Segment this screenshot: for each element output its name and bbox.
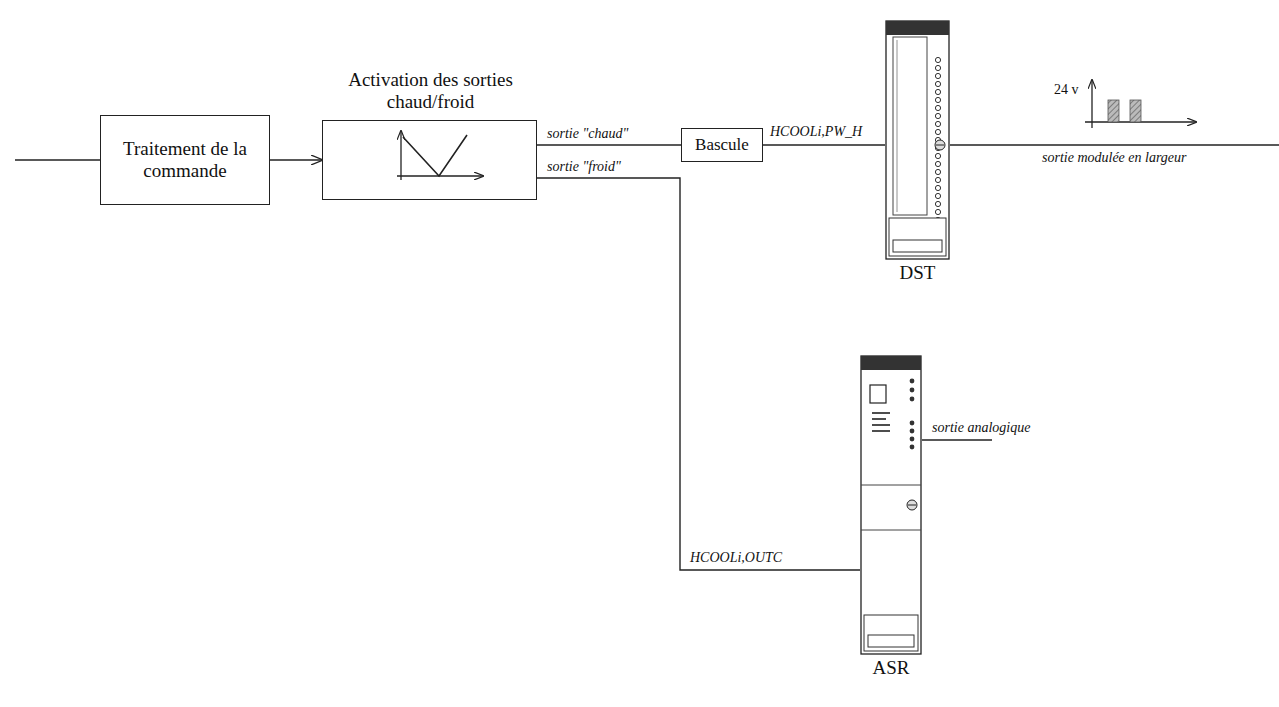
- v-characteristic-graph: [323, 121, 535, 198]
- signal-label: HCOOLi,OUTC: [688, 550, 784, 567]
- pwm-output-line: [950, 144, 1279, 146]
- dst-module: DST: [885, 20, 950, 260]
- dst-module-drawing: [885, 20, 950, 260]
- connector: [537, 144, 681, 145]
- connector: [270, 159, 322, 160]
- connector: [537, 178, 860, 570]
- activation-box: Activation des sorties chaud/froid: [322, 120, 537, 200]
- asr-module-drawing: [860, 355, 922, 655]
- box-label: Traitement de la commande: [101, 136, 269, 184]
- input-line: [15, 159, 105, 160]
- signal-label: sortie "chaud": [545, 126, 630, 143]
- analog-output-line: [922, 439, 992, 441]
- voltage-label: 24 v: [1052, 82, 1081, 99]
- flipflop-box: Bascule: [681, 128, 763, 162]
- connector: [763, 144, 885, 145]
- asr-module: ASR: [860, 355, 922, 655]
- output-label: sortie analogique: [930, 420, 1032, 437]
- output-label: sortie modulée en largeur: [1040, 150, 1189, 167]
- pulse-graph: [1085, 80, 1196, 128]
- process-box: Traitement de la commande: [100, 115, 270, 205]
- module-name: ASR: [840, 657, 942, 679]
- module-name: DST: [865, 262, 970, 284]
- box-label: Bascule: [689, 133, 755, 157]
- box-heading: Activation des sorties chaud/froid: [313, 69, 548, 113]
- signal-label: sortie "froid": [545, 159, 623, 176]
- signal-label: HCOOLi,PW_H: [768, 124, 864, 141]
